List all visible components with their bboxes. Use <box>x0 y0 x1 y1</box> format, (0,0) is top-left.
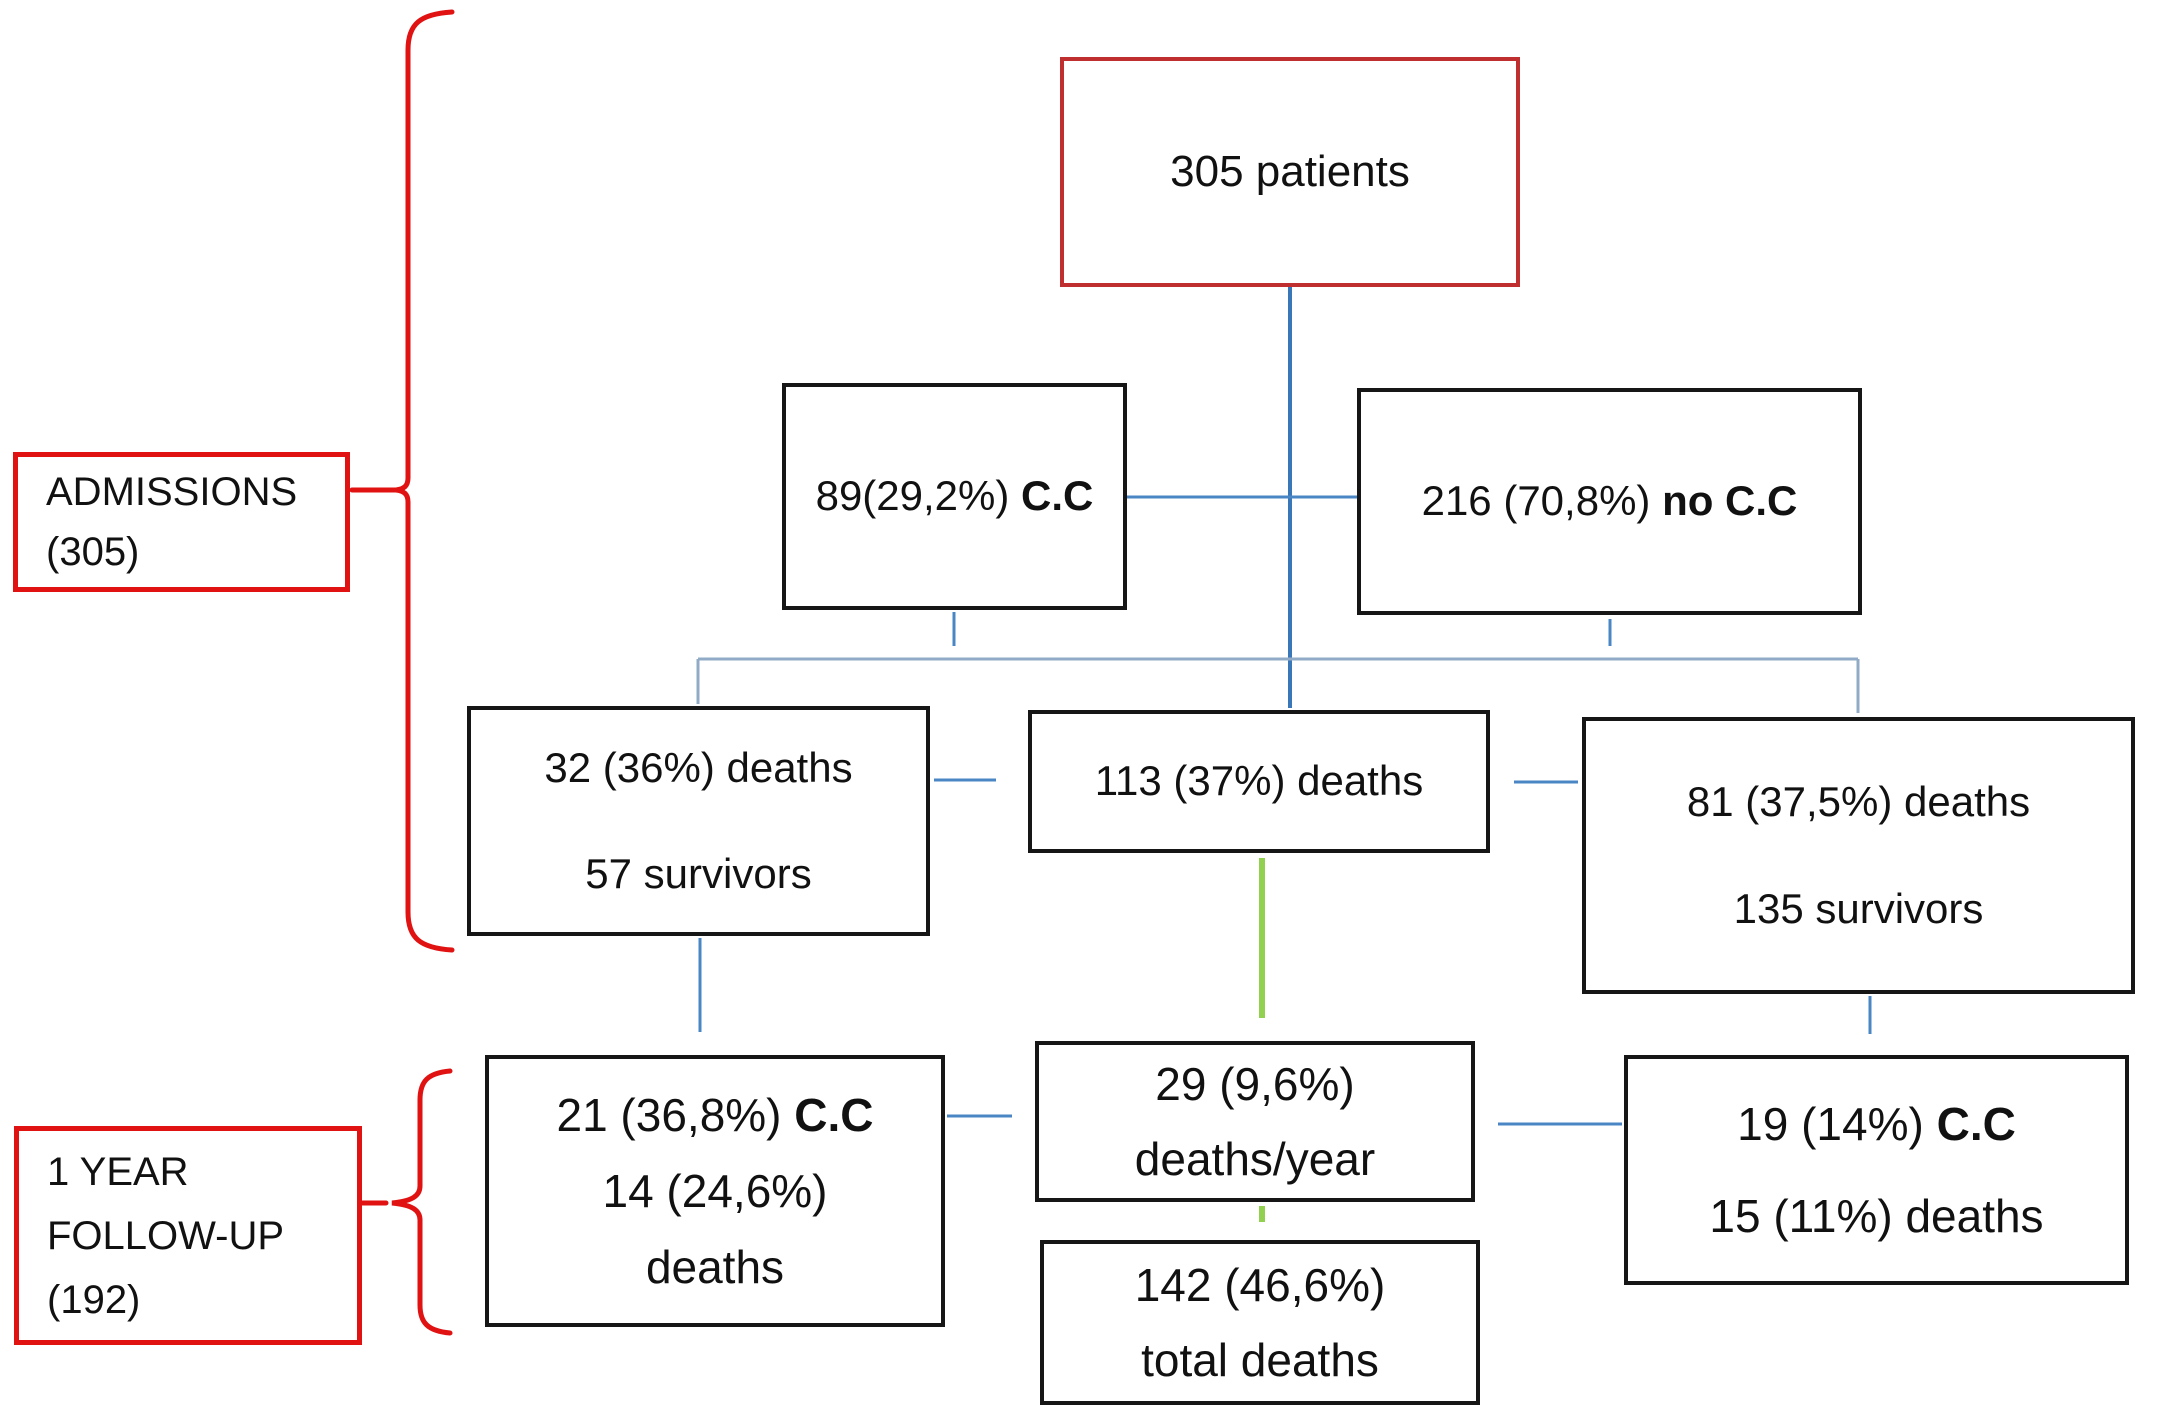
admissions-group-brace <box>395 9 455 953</box>
node-19-followup-no-cc-text: 19 (14%) <box>1737 1097 1937 1150</box>
admissions-label-box: ADMISSIONS (305) <box>13 452 350 592</box>
node-21-followup-cc-line3: deaths <box>645 1241 785 1294</box>
admissions-label-line1: ADMISSIONS <box>46 470 298 514</box>
node-32-deaths: 32 (36%) deaths 57 survivors <box>467 706 930 936</box>
node-21-followup-cc-line2: 14 (24,6%) <box>602 1164 828 1217</box>
node-113-deaths-text: 113 (37%) deaths <box>1094 757 1424 805</box>
node-19-followup-no-cc-bold: C.C <box>1936 1097 2016 1150</box>
node-29-deaths-per-year-line2: deaths/year <box>1134 1132 1376 1185</box>
node-216-no-cc: 216 (70,8%) no C.C <box>1357 388 1862 615</box>
node-32-deaths-line1: 32 (36%) deaths <box>544 743 853 791</box>
node-81-deaths-line2: 135 survivors <box>1733 884 1984 932</box>
followup-label-line1: 1 YEAR <box>47 1149 189 1194</box>
node-142-total-deaths-line2: total deaths <box>1141 1333 1379 1386</box>
node-81-deaths: 81 (37,5%) deaths 135 survivors <box>1582 717 2135 994</box>
node-32-deaths-line2: 57 survivors <box>585 850 812 897</box>
node-21-followup-cc: 21 (36,8%) C.C 14 (24,6%) deaths <box>485 1055 945 1327</box>
followup-label-box: 1 YEAR FOLLOW-UP (192) <box>14 1126 362 1345</box>
node-305-patients-text: 305 patients <box>1170 146 1410 196</box>
node-29-deaths-per-year-line1: 29 (9,6%) <box>1155 1058 1355 1111</box>
followup-group-brace <box>391 1068 453 1336</box>
node-19-followup-no-cc: 19 (14%) C.C 15 (11%) deaths <box>1624 1055 2129 1285</box>
node-21-followup-cc-text: 21 (36,8%) <box>556 1088 795 1141</box>
followup-label-line2: FOLLOW-UP <box>47 1213 285 1258</box>
node-142-total-deaths: 142 (46,6%) total deaths <box>1040 1240 1480 1405</box>
node-305-patients: 305 patients <box>1060 57 1520 287</box>
node-19-followup-no-cc-line2: 15 (11%) deaths <box>1709 1190 2044 1242</box>
node-216-no-cc-bold: no C.C <box>1662 477 1798 525</box>
node-142-total-deaths-line1: 142 (46,6%) <box>1134 1259 1386 1312</box>
node-29-deaths-per-year: 29 (9,6%) deaths/year <box>1035 1041 1475 1202</box>
node-89-cc: 89(29,2%) C.C <box>782 383 1127 610</box>
node-89-cc-bold: C.C <box>1021 472 1094 520</box>
node-89-cc-text: 89(29,2%) <box>815 472 1022 520</box>
node-21-followup-cc-bold: C.C <box>794 1088 874 1141</box>
followup-label-line3: (192) <box>47 1277 141 1322</box>
node-113-deaths: 113 (37%) deaths <box>1028 710 1490 853</box>
admissions-label-line2: (305) <box>46 530 140 574</box>
node-81-deaths-line1: 81 (37,5%) deaths <box>1686 778 2031 826</box>
node-216-no-cc-text: 216 (70,8%) <box>1421 477 1663 525</box>
